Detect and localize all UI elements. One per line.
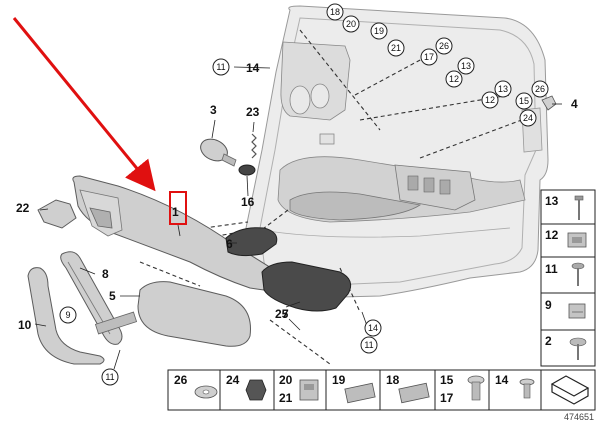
circled-callout-13: 13 (457, 57, 475, 75)
clip-small-icon (568, 303, 586, 319)
highlight-box-part-1 (169, 191, 187, 225)
svg-text:17: 17 (424, 52, 434, 62)
callout-4: 4 (571, 97, 578, 111)
part-6-cap (225, 227, 278, 257)
rivet-small-icon (519, 378, 535, 399)
side-cell-label: 13 (545, 194, 559, 208)
clip-icon (567, 232, 587, 248)
circled-callout-26: 26 (531, 80, 549, 98)
svg-text:24: 24 (523, 113, 533, 123)
circled-callout-18: 18 (326, 3, 344, 21)
part-7-armrest-pad (261, 261, 352, 312)
callout-1: 1 (172, 205, 179, 219)
bottom-cell-label: 20 (279, 373, 293, 387)
callout-16: 16 (241, 195, 255, 209)
circled-callout-9: 9 (59, 306, 77, 324)
bottom-cell-label: 18 (386, 373, 400, 387)
bottom-cell-label: 19 (332, 373, 346, 387)
svg-text:9: 9 (65, 310, 70, 320)
circled-callout-11: 11 (212, 58, 230, 76)
circled-callout-17: 17 (420, 48, 438, 66)
circled-callout-11: 11 (360, 336, 378, 354)
bottom-parts-table: 26 24 20 21 19 18 15 17 (167, 369, 596, 411)
bottom-cell-label-secondary: 21 (279, 391, 293, 405)
screw-washer-icon (569, 337, 587, 360)
screw-icon (574, 195, 584, 220)
callout-25: 25 (275, 307, 289, 321)
side-cell-label: 11 (545, 262, 558, 276)
svg-text:18: 18 (330, 7, 340, 17)
clip-pair-icon (299, 379, 319, 401)
washer-icon (194, 385, 218, 399)
legend-symbol-icon (550, 375, 590, 405)
circled-callouts: 11 11 11 14 18 20 19 21 (59, 3, 549, 386)
clip-long-icon (344, 382, 376, 404)
diagram-id: 474651 (564, 412, 594, 422)
svg-text:11: 11 (364, 340, 373, 350)
callout-8: 8 (102, 267, 109, 281)
circled-callout-24: 24 (519, 109, 537, 127)
svg-text:14: 14 (368, 323, 378, 333)
side-cell-label: 9 (545, 298, 552, 312)
circled-callout-20: 20 (342, 15, 360, 33)
nut-icon (245, 379, 267, 401)
callout-23: 23 (246, 105, 260, 119)
door-trim-panel (245, 5, 549, 299)
highlight-arrow (12, 17, 156, 192)
circled-callout-14: 14 (364, 319, 382, 337)
bottom-cell-label: 14 (495, 373, 509, 387)
bottom-cell-label-secondary: 17 (440, 391, 454, 405)
callout-7: 7 (282, 307, 289, 321)
plain-callouts: 1 3 4 5 6 7 8 10 14 16 22 23 25 (16, 61, 578, 332)
svg-text:13: 13 (498, 84, 508, 94)
callout-22: 22 (16, 201, 30, 215)
circled-callout-13: 13 (494, 80, 512, 98)
svg-text:26: 26 (535, 84, 545, 94)
svg-text:11: 11 (216, 62, 225, 72)
part-25-cable (139, 261, 331, 365)
side-cell-label: 2 (545, 334, 552, 348)
svg-text:12: 12 (449, 74, 459, 84)
part-10-grab-handle (27, 267, 105, 365)
bottom-cell-label: 15 (440, 373, 454, 387)
callout-5: 5 (109, 289, 116, 303)
circled-callout-26: 26 (435, 37, 453, 55)
svg-text:19: 19 (374, 26, 384, 36)
clip-long-icon (398, 382, 430, 404)
part-23-spring (251, 133, 257, 159)
leader-lines (34, 66, 562, 370)
part-22-cover (37, 199, 77, 229)
svg-text:13: 13 (461, 61, 471, 71)
circled-callout-11: 11 (101, 368, 119, 386)
circled-callout-12: 12 (445, 70, 463, 88)
circled-callout-21: 21 (387, 39, 405, 57)
svg-text:26: 26 (439, 41, 449, 51)
bottom-cell-label: 26 (174, 373, 188, 387)
circled-callout-19: 19 (370, 22, 388, 40)
part-16-plug (238, 164, 256, 176)
callout-14: 14 (246, 61, 260, 75)
side-parts-table: 13 12 11 9 2 (540, 189, 596, 367)
push-rivet-icon (467, 375, 485, 401)
callout-3: 3 (210, 103, 217, 117)
callout-10: 10 (18, 318, 32, 332)
part-5-map-pocket (137, 281, 251, 347)
part-8-handle-rail (60, 251, 138, 345)
svg-text:20: 20 (346, 19, 356, 29)
circled-callout-12: 12 (481, 91, 499, 109)
svg-text:11: 11 (105, 372, 114, 382)
svg-text:12: 12 (485, 95, 495, 105)
callout-6: 6 (226, 237, 233, 251)
side-cell-label: 12 (545, 228, 559, 242)
bottom-cell-label: 24 (226, 373, 240, 387)
svg-text:15: 15 (519, 96, 529, 106)
part-3-speaker-cover (200, 138, 237, 167)
svg-text:21: 21 (391, 43, 401, 53)
screw-short-icon (571, 262, 585, 286)
circled-callout-15: 15 (515, 92, 533, 110)
